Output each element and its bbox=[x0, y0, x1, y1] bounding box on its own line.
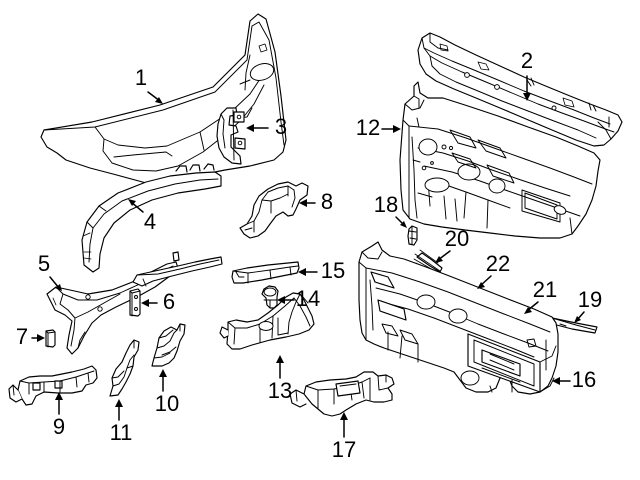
callout-16-label: 16 bbox=[572, 367, 596, 392]
part-4-cowl-side-rail[interactable] bbox=[81, 163, 222, 273]
callout-11[interactable]: 11 bbox=[110, 399, 133, 445]
callout-5-label: 5 bbox=[38, 251, 50, 276]
callout-1[interactable]: 1 bbox=[135, 65, 163, 104]
callout-6-label: 6 bbox=[163, 289, 175, 314]
callout-21[interactable]: 21 bbox=[524, 277, 557, 314]
callout-10-label: 10 bbox=[155, 391, 179, 416]
part-5b-rail-extension[interactable] bbox=[132, 251, 223, 287]
callout-17-label: 17 bbox=[332, 437, 356, 462]
part-2-cowl-grille-panel[interactable] bbox=[417, 32, 623, 147]
callout-20-label: 20 bbox=[445, 226, 469, 251]
callout-3-label: 3 bbox=[275, 114, 287, 139]
callout-9-label: 9 bbox=[53, 414, 65, 439]
part-7-small-block-bracket[interactable] bbox=[45, 329, 56, 348]
callout-22-label: 22 bbox=[486, 251, 510, 276]
callout-20[interactable]: 20 bbox=[435, 226, 469, 263]
callout-1-label: 1 bbox=[135, 65, 147, 90]
callout-15[interactable]: 15 bbox=[298, 258, 345, 283]
callout-7-label: 7 bbox=[16, 324, 28, 349]
callout-16[interactable]: 16 bbox=[552, 367, 596, 392]
part-19-seal-strip[interactable] bbox=[548, 317, 598, 334]
part-16-dash-panel-lower[interactable] bbox=[358, 241, 559, 395]
part-8-angle-bracket[interactable] bbox=[239, 181, 309, 239]
callout-19[interactable]: 19 bbox=[574, 287, 602, 323]
callout-4[interactable]: 4 bbox=[128, 199, 156, 234]
callout-18[interactable]: 18 bbox=[374, 192, 407, 228]
callout-12-label: 12 bbox=[356, 115, 380, 140]
callout-2-label: 2 bbox=[521, 48, 533, 73]
callout-14[interactable]: 14 bbox=[277, 286, 320, 311]
callout-layer: 1 2 3 4 5 6 bbox=[16, 48, 602, 462]
callout-22[interactable]: 22 bbox=[477, 251, 510, 289]
part-6-small-block-bracket[interactable] bbox=[129, 288, 141, 317]
callout-18-label: 18 bbox=[374, 192, 398, 217]
callout-10[interactable]: 10 bbox=[155, 369, 179, 416]
part-18-clip[interactable] bbox=[407, 225, 418, 246]
part-11-small-bracket[interactable] bbox=[109, 339, 140, 397]
part-10-small-bracket[interactable] bbox=[151, 323, 186, 367]
callout-14-label: 14 bbox=[296, 286, 320, 311]
callout-13[interactable]: 13 bbox=[268, 355, 292, 403]
part-14-grommet[interactable] bbox=[261, 285, 279, 309]
part-13-dash-reinforcement[interactable] bbox=[219, 292, 315, 350]
callout-4-label: 4 bbox=[144, 209, 156, 234]
callout-2[interactable]: 2 bbox=[521, 48, 533, 101]
part-17-tunnel-reinforcement[interactable] bbox=[289, 371, 395, 417]
callout-15-label: 15 bbox=[321, 258, 345, 283]
part-9-lower-reinforcement[interactable] bbox=[8, 365, 98, 406]
callout-8-label: 8 bbox=[321, 189, 333, 214]
callout-12[interactable]: 12 bbox=[356, 115, 401, 140]
callout-6[interactable]: 6 bbox=[141, 289, 175, 314]
callout-21-label: 21 bbox=[533, 277, 557, 302]
callout-11-label: 11 bbox=[110, 420, 133, 445]
callout-5[interactable]: 5 bbox=[38, 251, 62, 291]
part-1-cowl-top-panel-outer[interactable] bbox=[40, 13, 287, 185]
callout-13-label: 13 bbox=[268, 378, 292, 403]
part-15-cross-brace[interactable] bbox=[231, 261, 300, 284]
callout-19-label: 19 bbox=[578, 287, 602, 312]
callout-7[interactable]: 7 bbox=[16, 324, 45, 349]
callout-9[interactable]: 9 bbox=[53, 392, 65, 439]
callout-17[interactable]: 17 bbox=[332, 412, 356, 462]
part-3-cowl-side-bracket[interactable] bbox=[216, 107, 246, 165]
callout-3[interactable]: 3 bbox=[246, 114, 287, 139]
part-12-dash-panel-upper[interactable] bbox=[399, 81, 601, 239]
callout-8[interactable]: 8 bbox=[299, 189, 333, 214]
